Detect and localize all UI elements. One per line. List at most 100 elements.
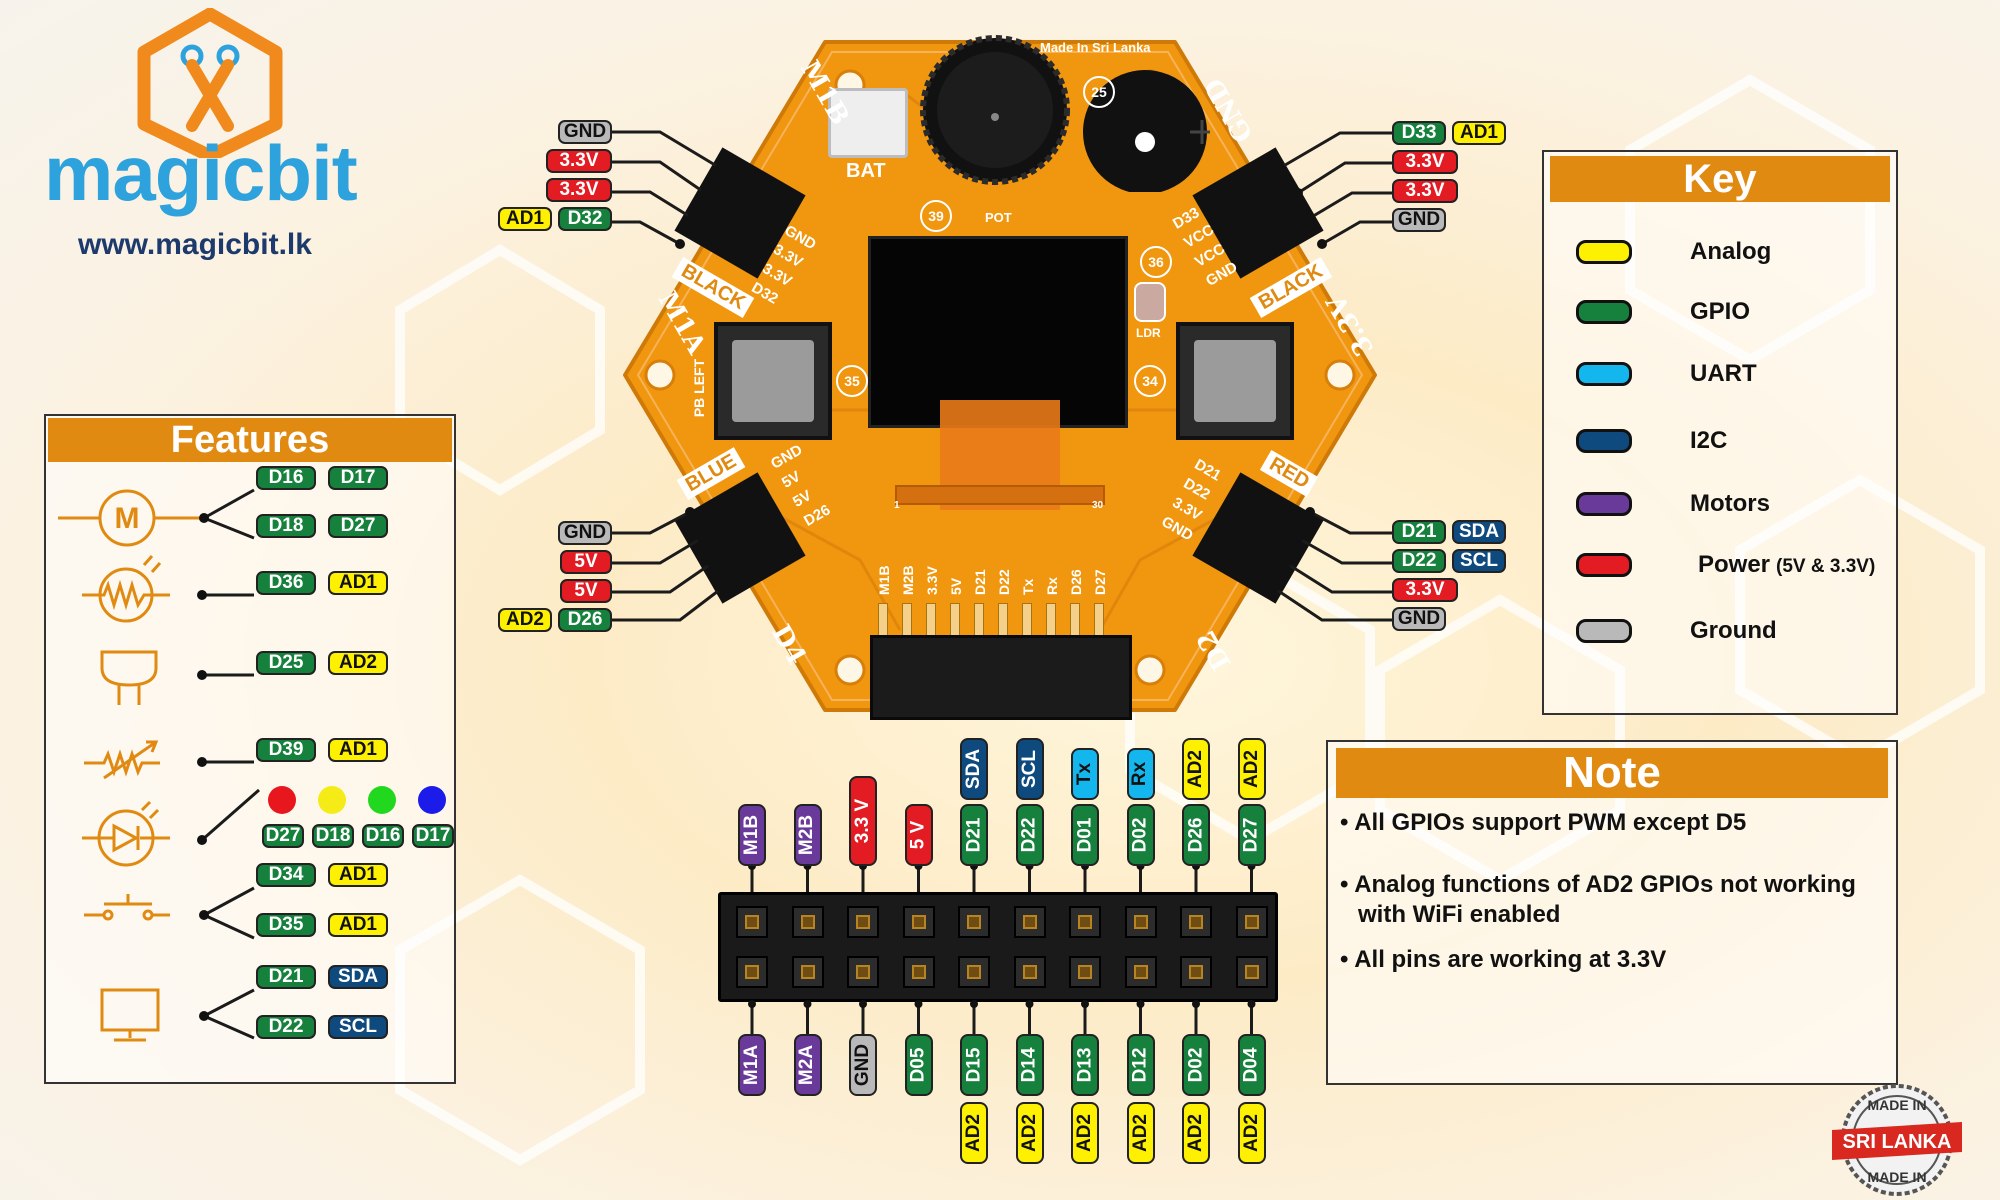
header-bottom-label-text: GND	[852, 1044, 874, 1086]
ldr-icon	[100, 568, 160, 628]
header-top-label-text: AD2	[1185, 750, 1207, 788]
feature-pin-d18: D18	[256, 514, 316, 538]
led-icon	[100, 810, 160, 870]
header-top-label: Tx	[1071, 748, 1099, 800]
badge-middle-text: SRI LANKA	[1843, 1131, 1952, 1153]
header-top-label-text: D27	[1241, 818, 1263, 853]
header-top-label: Rx	[1127, 748, 1155, 800]
header-top-label: M1B	[738, 804, 766, 866]
led-dot	[368, 786, 396, 814]
badge-top-text: MADE IN	[1867, 1097, 1926, 1113]
header-top-label-text: D21	[963, 818, 985, 853]
key-label: GPIO	[1690, 298, 1750, 326]
motor-icon	[100, 490, 160, 550]
feature-pin-d39: D39	[256, 738, 316, 762]
header-bottom-label-text: M1A	[741, 1045, 763, 1085]
header-bottom-label-text: AD2	[1185, 1114, 1207, 1152]
note-line-1: • All GPIOs support PWM except D5	[1340, 808, 1880, 838]
header-bottom-label: AD2	[960, 1102, 988, 1164]
key-label: Analog	[1690, 238, 1771, 266]
made-in-sri-lanka-badge: MADE IN SRI LANKA MADE IN	[1822, 1082, 1972, 1198]
feature-pin-d21: D21	[256, 965, 316, 989]
feature-pin-d25: D25	[256, 651, 316, 675]
header-top-label-text: M2B	[797, 815, 819, 855]
header-top-label-text: D01	[1074, 818, 1096, 853]
feature-pin-d35: D35	[256, 913, 316, 937]
key-label: Ground	[1690, 617, 1777, 645]
header-top-label: 3.3 V	[849, 776, 877, 866]
key-swatch	[1576, 553, 1632, 577]
feature-led-pin: D27	[262, 824, 304, 848]
header-bottom-label-text: AD2	[1241, 1114, 1263, 1152]
header-top-label: D21	[960, 804, 988, 866]
led-dot	[418, 786, 446, 814]
header-top-label-text: D22	[1019, 818, 1041, 853]
feature-led-pin: D18	[312, 824, 354, 848]
header-bottom-label-text: D12	[1130, 1048, 1152, 1083]
potentiometer-icon	[100, 735, 160, 775]
header-bottom-label: D13	[1071, 1034, 1099, 1096]
feature-pin-d34: D34	[256, 863, 316, 887]
header-bottom-label: AD2	[1127, 1102, 1155, 1164]
header-bottom-label-text: D13	[1074, 1048, 1096, 1083]
header-bottom-label: AD2	[1071, 1102, 1099, 1164]
header-top-label-text: 3.3 V	[852, 799, 874, 843]
feature-led-pin: D17	[412, 824, 454, 848]
header-top-label-text: AD2	[1241, 750, 1263, 788]
header-top-label: D27	[1238, 804, 1266, 866]
feature-pin-d17: D17	[328, 466, 388, 490]
header-bottom-label: D04	[1238, 1034, 1266, 1096]
header-bottom-label: M2A	[794, 1034, 822, 1096]
header-top-label: D01	[1071, 804, 1099, 866]
header-bottom-label: AD2	[1016, 1102, 1044, 1164]
feature-led-pin: D16	[362, 824, 404, 848]
header-bottom-label: D05	[905, 1034, 933, 1096]
key-swatch	[1576, 619, 1632, 643]
header-top-label: D26	[1182, 804, 1210, 866]
header-top-label: AD2	[1238, 738, 1266, 800]
display-icon	[100, 988, 160, 1040]
header-bottom-label-text: D15	[963, 1048, 985, 1083]
note-line-3: • All pins are working at 3.3V	[1340, 945, 1880, 975]
header-bottom-label-text: D05	[908, 1048, 930, 1083]
header-bottom-label: D02	[1182, 1034, 1210, 1096]
key-label: I2C	[1690, 427, 1727, 455]
feature-pin-ad1: AD1	[328, 863, 388, 887]
header-top-label: D22	[1016, 804, 1044, 866]
header-top-label-text: 5 V	[908, 821, 930, 850]
key-swatch	[1576, 300, 1632, 324]
header-bottom-label-text: D02	[1185, 1048, 1207, 1083]
feature-pin-d22: D22	[256, 1015, 316, 1039]
header-top-label: SCL	[1016, 738, 1044, 800]
header-bottom-label: D14	[1016, 1034, 1044, 1096]
buzzer-icon	[100, 648, 160, 708]
header-bottom-label-text: AD2	[1074, 1114, 1096, 1152]
header-top-label-text: SDA	[963, 749, 985, 789]
header-bottom-label: GND	[849, 1034, 877, 1096]
feature-pin-scl: SCL	[328, 1015, 388, 1039]
header-bottom-label-text: AD2	[963, 1114, 985, 1152]
led-dot	[318, 786, 346, 814]
header-bottom-label-text: AD2	[1019, 1114, 1041, 1152]
header-top-label: D02	[1127, 804, 1155, 866]
badge-bottom-text: MADE IN	[1867, 1169, 1926, 1185]
key-swatch	[1576, 362, 1632, 386]
feature-pin-d16: D16	[256, 466, 316, 490]
feature-pin-ad1: AD1	[328, 738, 388, 762]
header-top-label: M2B	[794, 804, 822, 866]
header-bottom-label: D12	[1127, 1034, 1155, 1096]
header-top-label-text: Tx	[1074, 763, 1096, 785]
header-top-label-text: M1B	[741, 815, 763, 855]
header-top-label: SDA	[960, 738, 988, 800]
key-swatch	[1576, 429, 1632, 453]
header-bottom-label: AD2	[1238, 1102, 1266, 1164]
key-label: UART	[1690, 360, 1757, 388]
key-label: Motors	[1690, 490, 1770, 518]
header-bottom-label-text: D14	[1019, 1048, 1041, 1083]
header-top-label-text: D02	[1130, 818, 1152, 853]
feature-pin-sda: SDA	[328, 965, 388, 989]
header-top-label-text: Rx	[1130, 762, 1152, 786]
features-title: Features	[48, 418, 452, 462]
header-bottom-label-text: AD2	[1130, 1114, 1152, 1152]
header-bottom-label: M1A	[738, 1034, 766, 1096]
